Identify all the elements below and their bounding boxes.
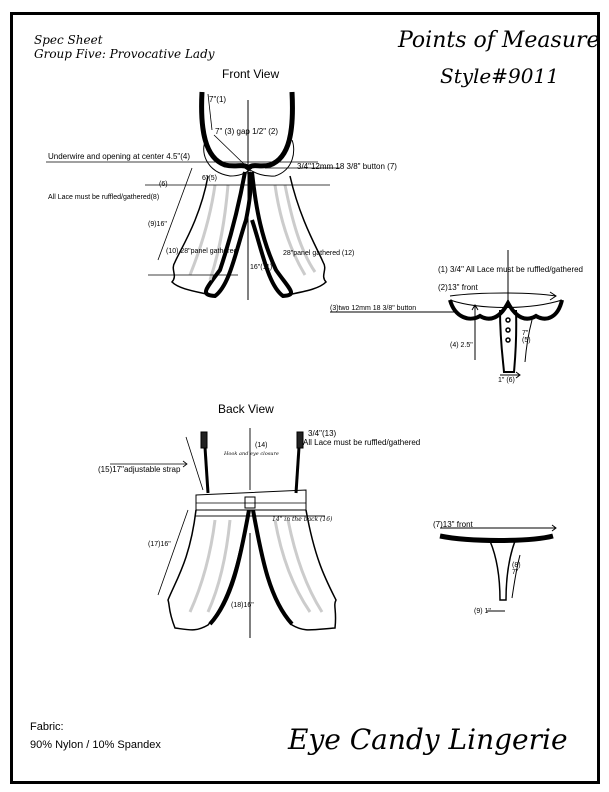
brand-logo: Eye Candy Lingerie (288, 723, 568, 756)
front-label-6: (6) (159, 181, 168, 188)
front-label-9: (9)16" (148, 221, 167, 228)
front-label-8: All Lace must be ruffled/gathered(8) (48, 194, 160, 201)
fabric-label: Fabric: (30, 721, 64, 733)
back-label-17: (17)16" (148, 541, 171, 548)
back-label-16: 14" in the back (16) (272, 516, 333, 523)
back-label-15: (15)17"adjustable strap (98, 465, 181, 474)
front-label-12: 28"panel gathered (12) (283, 250, 355, 257)
front-label-7: 3/4"12mm 18 3/8" button (7) (297, 162, 397, 171)
back-panty-drawing (439, 524, 557, 612)
panty-label-4: (4) 2.5" (450, 342, 473, 349)
panty-label-6: 1" (6) (498, 377, 515, 384)
group-label: Group Five: Provocative Lady (34, 47, 215, 61)
front-label-2-3: 7" (3) gap 1/2" (2) (215, 127, 279, 136)
front-view-drawing (46, 91, 340, 300)
fabric-composition: 90% Nylon / 10% Spandex (30, 739, 161, 751)
panty-label-3: (3)two 12mm 18 3/8" button (330, 305, 417, 312)
style-number: Style#9011 (440, 64, 559, 88)
back-panty-label-7: (7)13" front (433, 520, 473, 529)
panty-label-5: 7" (5) (522, 330, 531, 344)
back-view-drawing (110, 428, 337, 638)
front-label-11: 16"(11) (250, 264, 273, 271)
back-panty-label-8: (8) 7" (512, 562, 521, 576)
back-view-title: Back View (218, 402, 274, 416)
back-label-13-lace: All Lace must be ruffled/gathered (303, 438, 421, 447)
panty-label-2: (2)13" front (438, 283, 478, 292)
front-label-4: Underwire and opening at center 4.5"(4) (48, 152, 191, 161)
spec-sheet-label: Spec Sheet (34, 33, 103, 47)
back-panty-label-9: (9) 1" (474, 608, 491, 615)
front-label-1: 7"(1) (209, 95, 227, 104)
back-label-14: (14) (255, 442, 268, 449)
panty-label-1: (1) 3/4" All Lace must be ruffled/gather… (438, 265, 583, 274)
front-view-title: Front View (222, 67, 280, 81)
back-label-13: 3/4"(13) (308, 429, 337, 438)
front-label-5: 6"(5) (202, 175, 217, 182)
page-title: Points of Measure (398, 28, 600, 53)
front-panty-drawing (330, 250, 564, 379)
hook-eye-closure-note: Hook and eye closure (224, 451, 279, 457)
page-border (10, 12, 600, 784)
back-label-18: (18)16" (231, 602, 254, 609)
front-label-10: (10) 28"panel gathered (166, 248, 238, 255)
